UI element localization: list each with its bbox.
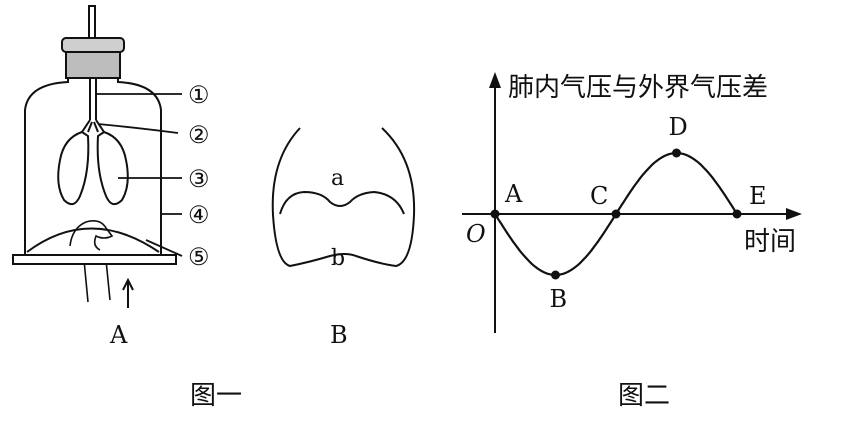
point-a-marker [490, 209, 500, 219]
x-axis-label: 时间 [744, 227, 796, 257]
diaphragm-curve [279, 190, 405, 215]
point-a-label: A [504, 180, 523, 208]
curve-points: A B C D E [490, 113, 767, 313]
y-axis-label: 肺内气压与外界气压差 [508, 73, 768, 103]
figure1-caption: 图一 [190, 381, 242, 411]
leader-5 [145, 239, 183, 257]
leader-2 [97, 123, 179, 134]
part-a-label: A [109, 321, 128, 349]
point-b-marker [551, 270, 560, 280]
marker-1: ① [188, 81, 210, 109]
part-a-markers: ① ② ③ ④ ⑤ [188, 81, 210, 271]
x-axis-arrow [786, 208, 802, 220]
right-lung-balloon [96, 130, 129, 206]
point-c-label: C [590, 182, 608, 210]
stopper [65, 51, 121, 79]
point-e-marker [732, 209, 742, 219]
bell-jar-body [24, 78, 162, 255]
point-c-marker [611, 209, 621, 219]
marker-3: ③ [188, 165, 210, 193]
top-tube [88, 5, 96, 39]
graph: A B C D E 肺内气压与外界气压差 时间 O [462, 72, 802, 333]
part-b-label: B [330, 321, 348, 349]
marker-leaders [96, 93, 183, 257]
marker-4: ④ [188, 201, 210, 229]
rib-cage-outline [271, 127, 416, 268]
trachea-tube [89, 78, 97, 120]
chest-cavity [271, 127, 416, 268]
push-arrow [122, 277, 134, 308]
marker-5: ⑤ [188, 243, 210, 271]
figure2-caption: 图二 [618, 381, 670, 411]
point-b-label: B [550, 285, 568, 313]
point-d-marker [672, 148, 681, 158]
point-d-label: D [669, 113, 688, 141]
origin-label: O [466, 220, 486, 248]
rubber-membrane [26, 227, 160, 253]
bronchi [81, 119, 105, 133]
point-e-label: E [749, 182, 767, 210]
region-b-label: b [331, 246, 345, 271]
y-axis-arrow [489, 72, 501, 88]
bell-jar-model [12, 5, 177, 308]
marker-2: ② [188, 121, 210, 149]
region-a-label: a [331, 166, 344, 191]
base-plate [12, 254, 177, 265]
stopper-rim [61, 37, 125, 53]
hand [69, 220, 114, 303]
left-lung-balloon [57, 130, 90, 206]
